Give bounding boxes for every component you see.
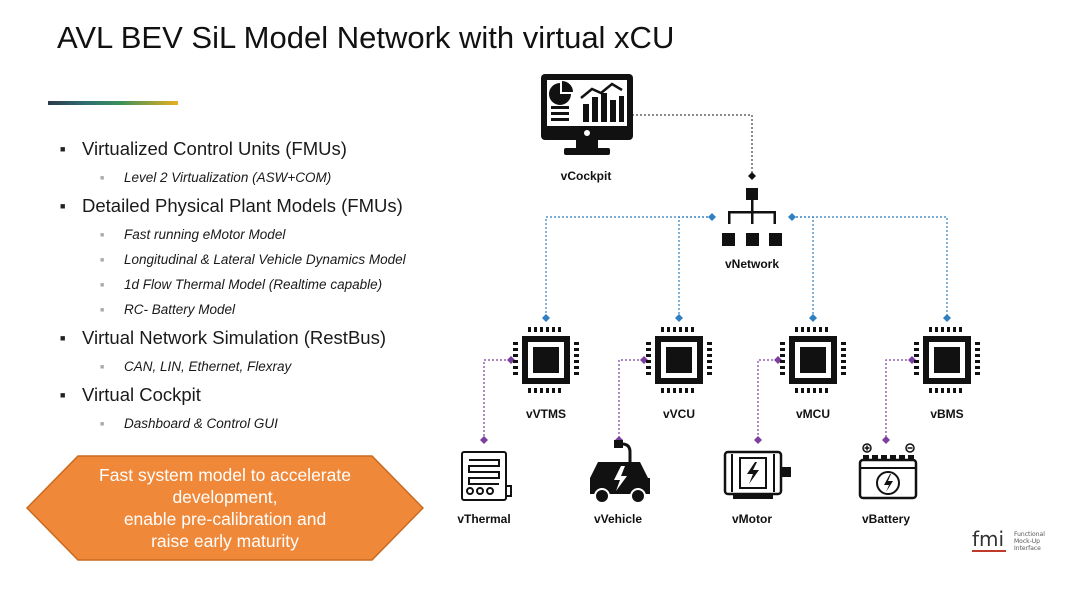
chip-icon xyxy=(513,327,579,393)
callout-line-1: Fast system model to accelerate xyxy=(99,465,351,485)
label-vthermal: vThermal xyxy=(457,512,510,526)
plant-links xyxy=(483,359,911,440)
callout-hexagon: Fast system model to accelerate developm… xyxy=(26,455,424,561)
sub-bullet-battery: RC- Battery Model xyxy=(60,302,480,319)
label-vcockpit: vCockpit xyxy=(561,169,612,183)
chip-icon xyxy=(646,327,712,393)
label-vvehicle: vVehicle xyxy=(594,512,642,526)
cockpit-link-marker xyxy=(748,172,756,180)
sub-bullet-emotor: Fast running eMotor Model xyxy=(60,227,480,244)
battery-icon xyxy=(858,443,918,500)
callout-line-4: raise early maturity xyxy=(151,531,299,551)
fmi-logo-mark: fmi xyxy=(972,528,1004,551)
callout-line-2: development, xyxy=(172,487,278,507)
cockpit-link xyxy=(632,114,753,176)
fmi-logo-text-1: Functional xyxy=(1014,531,1045,538)
electric-motor-icon xyxy=(723,450,791,499)
radiator-icon xyxy=(461,451,512,501)
bullet-virtual-control-units: Virtualized Control Units (FMUs) xyxy=(60,138,480,160)
label-vnetwork: vNetwork xyxy=(725,257,779,271)
label-vbattery: vBattery xyxy=(862,512,910,526)
bullet-network-simulation: Virtual Network Simulation (RestBus) xyxy=(60,327,480,349)
page-title: AVL BEV SiL Model Network with virtual x… xyxy=(57,20,675,55)
label-vvtms: vVTMS xyxy=(526,407,566,421)
monitor-icon xyxy=(541,74,633,155)
sub-bullet-vehicle-dynamics: Longitudinal & Lateral Vehicle Dynamics … xyxy=(60,252,480,269)
sub-bullet-buses: CAN, LIN, Ethernet, Flexray xyxy=(60,359,480,376)
bullet-list: Virtualized Control Units (FMUs) Level 2… xyxy=(60,138,480,441)
chip-icon xyxy=(780,327,846,393)
sub-bullet-dashboard: Dashboard & Control GUI xyxy=(60,416,480,433)
label-vmotor: vMotor xyxy=(732,512,772,526)
label-vvcu: vVCU xyxy=(663,407,695,421)
fmi-logo-underline xyxy=(972,550,1006,552)
accent-bar xyxy=(48,101,178,105)
network-link-markers xyxy=(542,213,951,322)
network-icon xyxy=(722,188,782,246)
electric-car-icon xyxy=(590,440,650,504)
sub-bullet-level2: Level 2 Virtualization (ASW+COM) xyxy=(60,170,480,187)
fmi-logo-text-3: Interface xyxy=(1014,545,1041,552)
chip-icon xyxy=(914,327,980,393)
plant-link-markers xyxy=(480,356,916,444)
callout-line-3: enable pre-calibration and xyxy=(123,509,327,529)
network-links xyxy=(545,216,948,318)
fmi-logo-text-2: Mock-Up xyxy=(1014,538,1040,545)
fmi-logo: fmi Functional Mock-Up Interface xyxy=(972,528,1045,552)
bullet-physical-plant-models: Detailed Physical Plant Models (FMUs) xyxy=(60,195,480,217)
sub-bullet-thermal: 1d Flow Thermal Model (Realtime capable) xyxy=(60,277,480,294)
callout-text: Fast system model to accelerate developm… xyxy=(26,464,424,552)
bullet-virtual-cockpit: Virtual Cockpit xyxy=(60,384,480,406)
label-vmcu: vMCU xyxy=(796,407,830,421)
label-vbms: vBMS xyxy=(930,407,963,421)
